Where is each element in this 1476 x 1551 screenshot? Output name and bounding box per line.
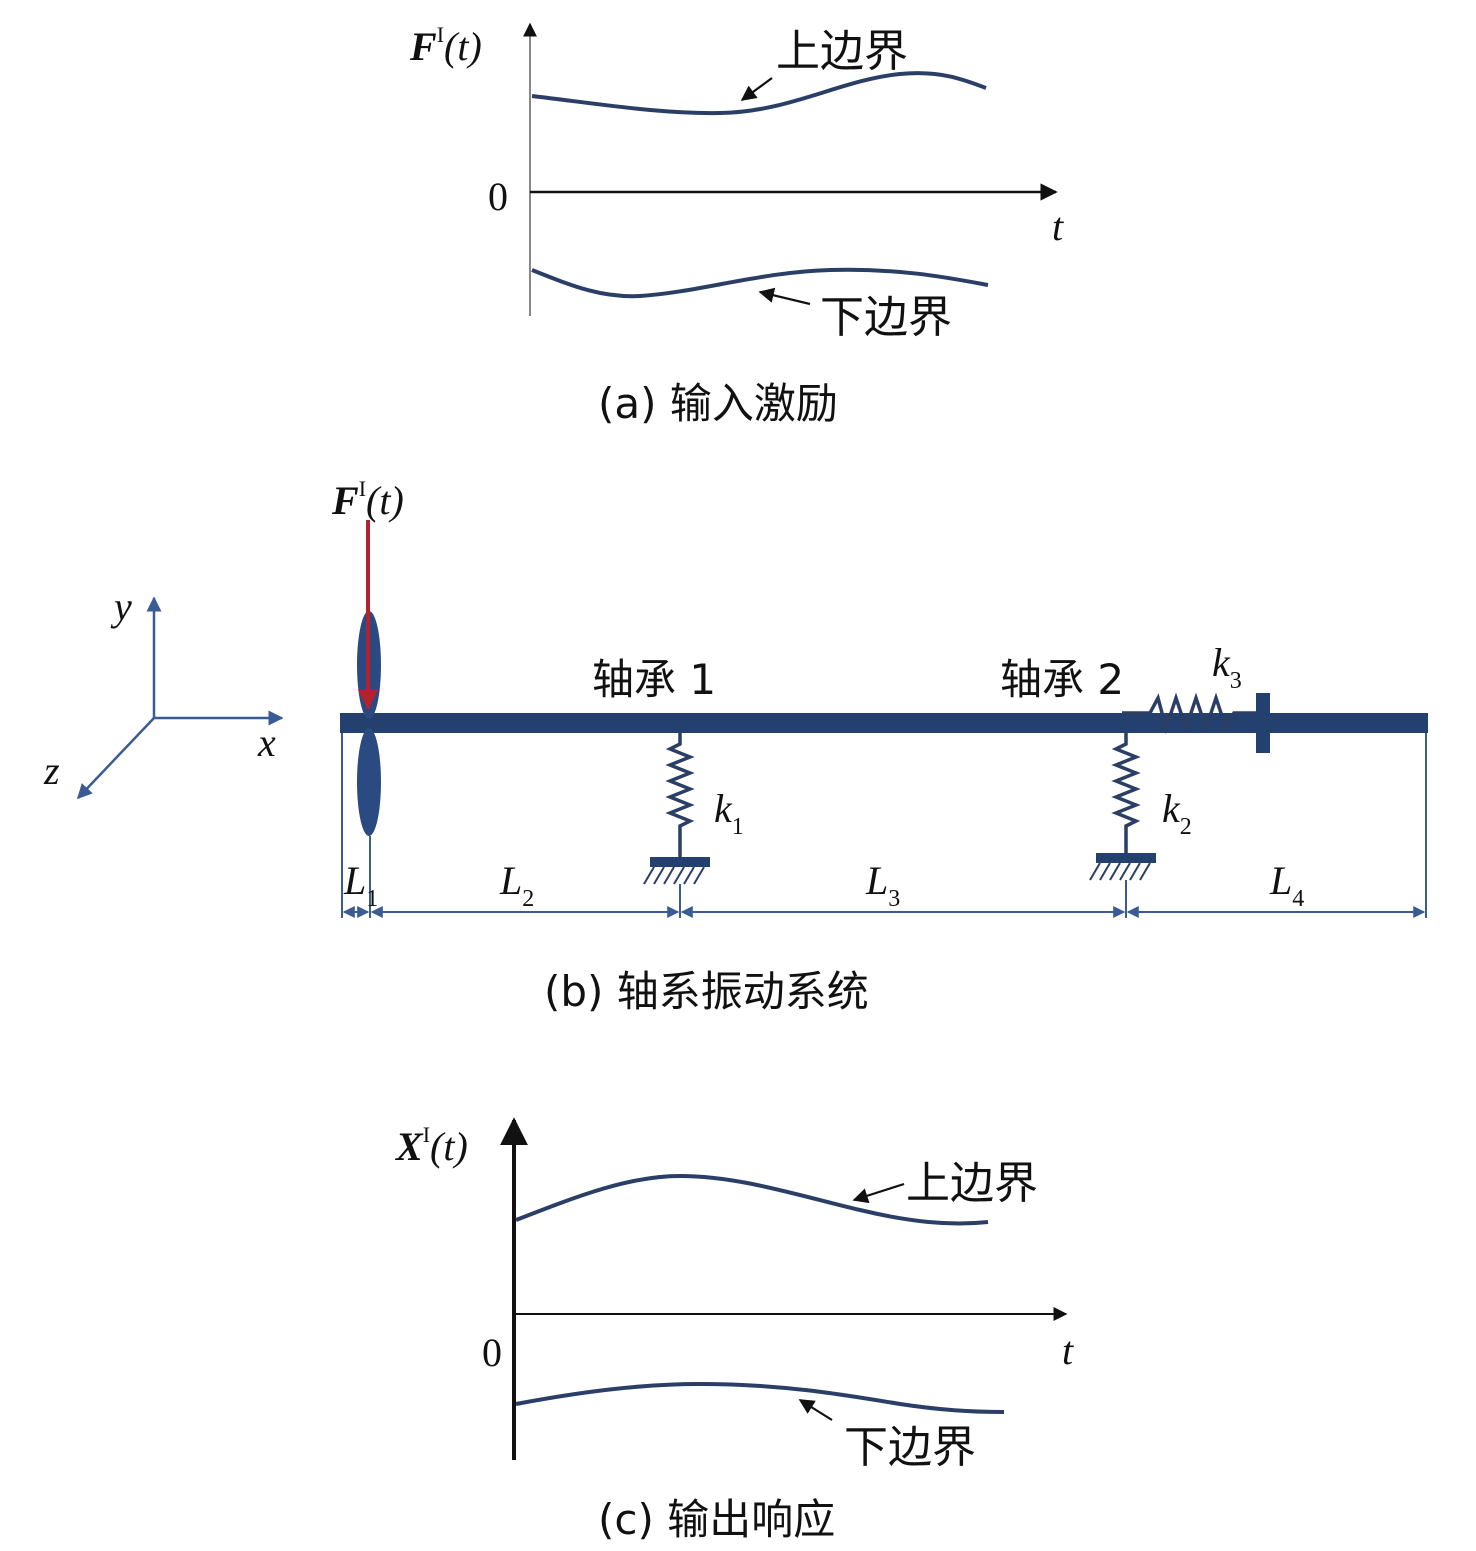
shaft-bar <box>340 713 1428 733</box>
propeller-blade-lower <box>357 728 381 836</box>
panel-a-lower-bound-curve <box>531 267 989 299</box>
k3-label: k3 <box>1212 640 1242 694</box>
panel-a-upper-pointer-arrow <box>740 77 773 101</box>
panel-c-upper-bound-label: 上边界 <box>906 1158 1038 1209</box>
panel-c-output-response: XI(t) 0 t 上边界 下边界 (c) 输出响应 <box>394 1117 1074 1544</box>
panel-a-lower-bound-label: 下边界 <box>820 292 952 343</box>
panel-c-zero-label: 0 <box>482 1330 502 1375</box>
force-label: FI(t) <box>331 476 404 523</box>
thrust-spring <box>1122 692 1270 753</box>
bearing-1-label: 轴承 1 <box>592 655 716 704</box>
bearing-1-spring <box>643 733 710 885</box>
panel-c-upper-bound-curve <box>515 1173 989 1226</box>
frame-z-label: z <box>43 748 60 793</box>
frame-y-label: y <box>110 584 132 629</box>
coordinate-frame: y x z <box>43 584 284 800</box>
panel-b-caption: (b) 轴系振动系统 <box>544 967 869 1016</box>
panel-c-upper-pointer-arrow <box>852 1182 905 1204</box>
panel-a-upper-bound-label: 上边界 <box>776 26 908 77</box>
L2-label: L2 <box>499 858 534 912</box>
panel-a-upper-bound-curve <box>531 71 987 116</box>
panel-c-lower-bound-curve <box>515 1381 1005 1414</box>
panel-c-lower-pointer-arrow <box>798 1399 833 1421</box>
panel-c-x-label: t <box>1062 1328 1074 1373</box>
bearing-2-label: 轴承 2 <box>1000 655 1124 704</box>
L3-label: L3 <box>865 858 900 912</box>
panel-a-x-label: t <box>1052 204 1064 249</box>
panel-c-lower-bound-label: 下边界 <box>844 1422 976 1473</box>
panel-a-input-excitation: FI(t) 0 t 上边界 下边界 (a) 输入激励 <box>409 22 1064 428</box>
panel-a-zero-label: 0 <box>488 174 508 219</box>
panel-c-caption: (c) 输出响应 <box>598 1495 835 1544</box>
frame-x-label: x <box>257 720 276 765</box>
k2-label: k2 <box>1162 786 1192 840</box>
L1-label: L1 <box>343 858 378 912</box>
panel-b-shaft-system: y x z FI(t) <box>43 476 1428 1016</box>
bearing-2-spring <box>1089 733 1156 881</box>
panel-a-lower-pointer-arrow <box>758 287 811 306</box>
panel-c-y-label: XI(t) <box>394 1122 468 1169</box>
k1-label: k1 <box>714 786 744 840</box>
panel-a-caption: (a) 输入激励 <box>598 379 838 428</box>
frame-z-arrow <box>76 717 155 800</box>
L4-label: L4 <box>1269 858 1304 912</box>
panel-a-y-label: FI(t) <box>409 22 482 69</box>
dimension-lines <box>341 733 1427 918</box>
